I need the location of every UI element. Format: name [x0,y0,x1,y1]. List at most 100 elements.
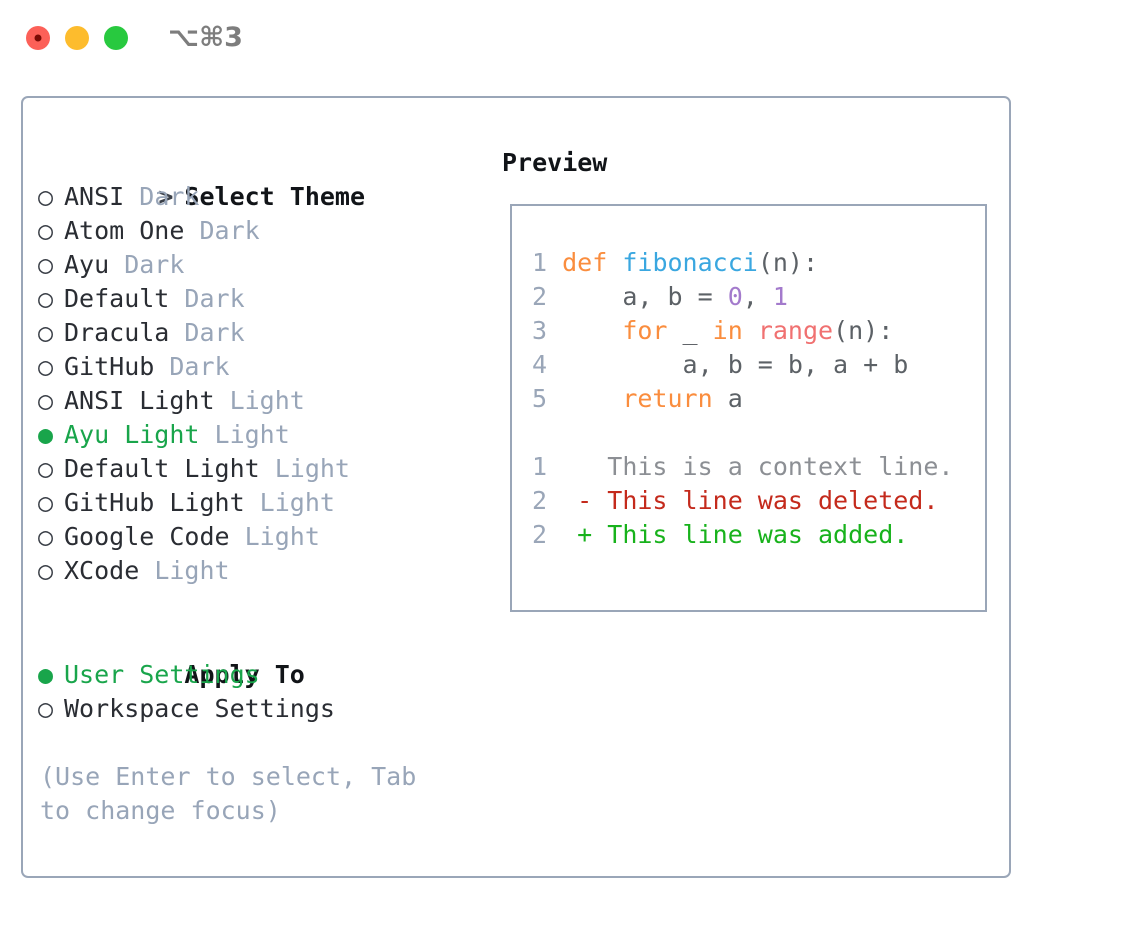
diff-line-number: 2 [532,486,548,515]
radio-unselected-icon: ○ [38,522,54,551]
theme-name-label: GitHub Light [64,488,245,517]
theme-name-label: Atom One [64,216,185,245]
theme-variant-label: Dark [184,216,260,245]
keyboard-shortcut-label: ⌥⌘3 [168,22,243,53]
code-token: a, b = b, a + b [562,350,909,379]
radio-unselected-icon: ○ [38,556,54,585]
code-token: a, b = [562,282,728,311]
radio-unselected-icon: ○ [38,216,54,245]
title-bar: ⌥⌘3 [0,0,1140,78]
code-line-number: 4 [532,350,548,379]
theme-variant-label: Light [259,454,350,483]
preview-spacer [532,416,953,450]
code-line: 1 def fibonacci(n): [532,246,953,280]
theme-picker-heading: >Select Theme [38,146,498,211]
code-token: 0 [727,282,743,311]
theme-name-label: Default [64,284,170,313]
theme-name-label: Default Light [64,454,260,483]
help-text: (Use Enter to select, Tab to change focu… [40,762,432,825]
close-button[interactable] [26,26,50,50]
code-gutter-space [547,316,562,345]
theme-list-item[interactable]: ○Default Light Light [38,452,498,486]
code-token: return [562,384,728,413]
theme-variant-label: Light [139,556,230,585]
code-token: a [727,384,743,413]
radio-unselected-icon: ○ [38,318,54,347]
apply-to-item[interactable]: ○ Workspace Settings [38,692,498,726]
theme-name-label: Google Code [64,522,230,551]
apply-to-item[interactable]: ●User Settings [38,658,498,692]
theme-picker-panel: >Select Theme ○ ANSI Dark ○ Atom One Dark ○ A… [38,146,498,588]
maximize-button[interactable] [104,26,128,50]
theme-list-item[interactable]: ○GitHub Light Light [38,486,498,520]
theme-list-item[interactable]: ○ GitHub Dark [38,350,498,384]
theme-name-label: ANSI Light [64,386,215,415]
code-token: (n): [757,248,819,277]
theme-name-label: Ayu Light [64,420,200,449]
theme-list-item[interactable]: ○Dracula Dark [38,316,498,350]
code-line: 4 a, b = b, a + b [532,348,953,382]
radio-unselected-icon: ○ [38,284,54,313]
diff-text: This line was deleted. [607,486,939,515]
code-token: in [712,316,758,345]
diff-sign [547,452,607,481]
theme-list-item[interactable]: ○ ANSI Dark [38,180,498,214]
radio-unselected-icon: ○ [38,352,54,381]
traffic-light-group [26,26,128,50]
diff-text: This line was added. [607,520,909,549]
theme-variant-label: Light [244,488,335,517]
code-token: fibonacci [622,248,758,277]
code-token: for [562,316,683,345]
apply-to-list: ●User Settings○ Workspace Settings [38,658,498,726]
theme-name-label: ANSI [64,182,125,211]
code-token: (n): [833,316,894,345]
code-gutter-space [547,350,562,379]
radio-unselected-icon: ○ [38,182,54,211]
code-token: 1 [772,282,788,311]
code-token: _ [682,316,713,345]
radio-selected-icon: ● [38,420,54,449]
code-gutter-space [547,282,562,311]
theme-name-label: GitHub [64,352,155,381]
radio-unselected-icon: ○ [38,694,54,723]
code-line: 3 for _ in range(n): [532,314,953,348]
radio-unselected-icon: ○ [38,386,54,415]
theme-list-item[interactable]: ○ANSI Light Light [38,384,498,418]
theme-list-item[interactable]: ○ Ayu Dark [38,248,498,282]
apply-to-panel: Apply To ●User Settings○ Workspace Settin… [38,624,498,726]
theme-picker-heading-label: Select Theme [184,182,366,211]
theme-list-item[interactable]: ○ XCode Light [38,554,498,588]
diff-line-number: 1 [532,452,548,481]
theme-list-item[interactable]: ○ Google Code Light [38,520,498,554]
diff-line: 2 - This line was deleted. [532,484,953,518]
theme-list-item[interactable]: ●Ayu Light Light [38,418,498,452]
diff-sign: + [547,520,608,549]
theme-list-item[interactable]: ○Default Dark [38,282,498,316]
theme-name-label: XCode [64,556,140,585]
code-gutter-space [547,384,562,413]
radio-selected-icon: ● [38,660,54,689]
apply-to-item-label: Workspace Settings [64,694,335,723]
theme-variant-label: Dark [154,352,230,381]
code-line-number: 1 [532,248,548,277]
diff-sign: - [547,486,608,515]
code-token: range [757,316,834,345]
code-line-number: 3 [532,316,548,345]
preview-title: Preview [502,148,608,177]
diff-line: 1 This is a context line. [532,450,953,484]
code-line-number: 5 [532,384,548,413]
code-token: def [562,248,623,277]
radio-unselected-icon: ○ [38,250,54,279]
minimize-button[interactable] [65,26,89,50]
code-line: 5 return a [532,382,953,416]
theme-list-item[interactable]: ○ Atom One Dark [38,214,498,248]
theme-variant-label: Light [229,522,320,551]
apply-to-heading-label: Apply To [184,660,305,689]
theme-name-label: Ayu [64,250,110,279]
diff-text: This is a context line. [607,452,954,481]
theme-variant-label: Dark [109,250,185,279]
theme-variant-label: Dark [124,182,200,211]
code-line-number: 2 [532,282,548,311]
